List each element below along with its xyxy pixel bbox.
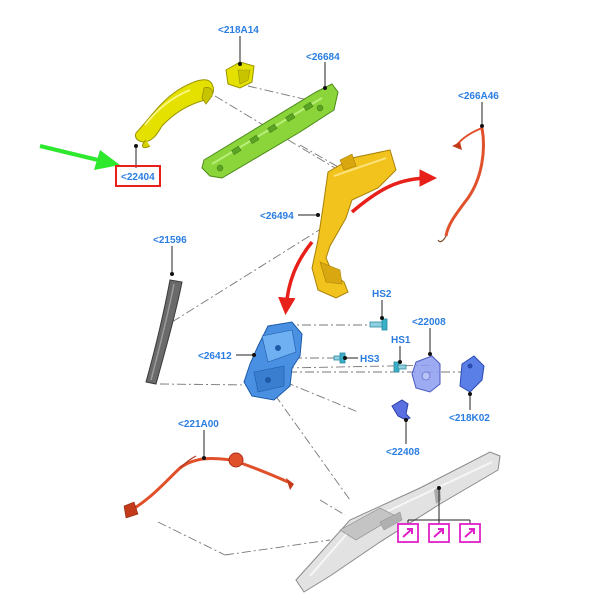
label-26684[interactable]: <26684: [306, 52, 340, 63]
part-26684-handle-bracket[interactable]: [201, 83, 339, 179]
external-link-icon[interactable]: [428, 523, 450, 543]
motion-arrow-lower: [278, 240, 314, 315]
label-HS3[interactable]: HS3: [360, 354, 380, 365]
label-218A14[interactable]: <218A14: [218, 25, 259, 36]
external-link-icons: [397, 523, 481, 543]
label-21596[interactable]: <21596: [153, 235, 187, 246]
part-266A46-cable[interactable]: [437, 127, 485, 243]
part-26494-latch-bracket[interactable]: [311, 149, 397, 299]
pointer-arrow: [39, 144, 120, 170]
part-21596-weather-seal[interactable]: [145, 279, 183, 385]
highlight-box-22404: [115, 165, 161, 187]
label-HS1[interactable]: HS1: [391, 335, 411, 346]
part-22408-clip[interactable]: [391, 399, 411, 421]
label-22408[interactable]: <22408: [386, 447, 420, 458]
part-door-trim-panel[interactable]: [295, 451, 501, 593]
motion-arrow-upper: [350, 169, 437, 214]
part-221A00-cable[interactable]: [123, 452, 294, 519]
external-link-icon[interactable]: [459, 523, 481, 543]
part-HS1-screw[interactable]: [393, 361, 407, 373]
part-22404-door-handle[interactable]: [135, 79, 214, 149]
label-221A00[interactable]: <221A00: [178, 419, 219, 430]
label-26412[interactable]: <26412: [198, 351, 232, 362]
part-26412-door-latch[interactable]: [243, 321, 303, 401]
part-labels: <22404 <218A14 <26684 <266A46 <26494 <21…: [121, 25, 499, 458]
part-218K02-cover[interactable]: [459, 355, 485, 393]
label-22008[interactable]: <22008: [412, 317, 446, 328]
leader-lines: [134, 36, 484, 524]
motion-arrows: [278, 169, 437, 315]
label-26494[interactable]: <26494: [260, 211, 294, 222]
label-266A46[interactable]: <266A46: [458, 91, 499, 102]
part-22008-bracket[interactable]: [411, 355, 441, 393]
external-link-icon[interactable]: [397, 523, 419, 543]
part-HS2-screw[interactable]: [369, 318, 388, 331]
label-22404[interactable]: <22404: [121, 172, 155, 183]
label-HS2[interactable]: HS2: [372, 289, 392, 300]
label-218K02[interactable]: <218K02: [449, 413, 490, 424]
